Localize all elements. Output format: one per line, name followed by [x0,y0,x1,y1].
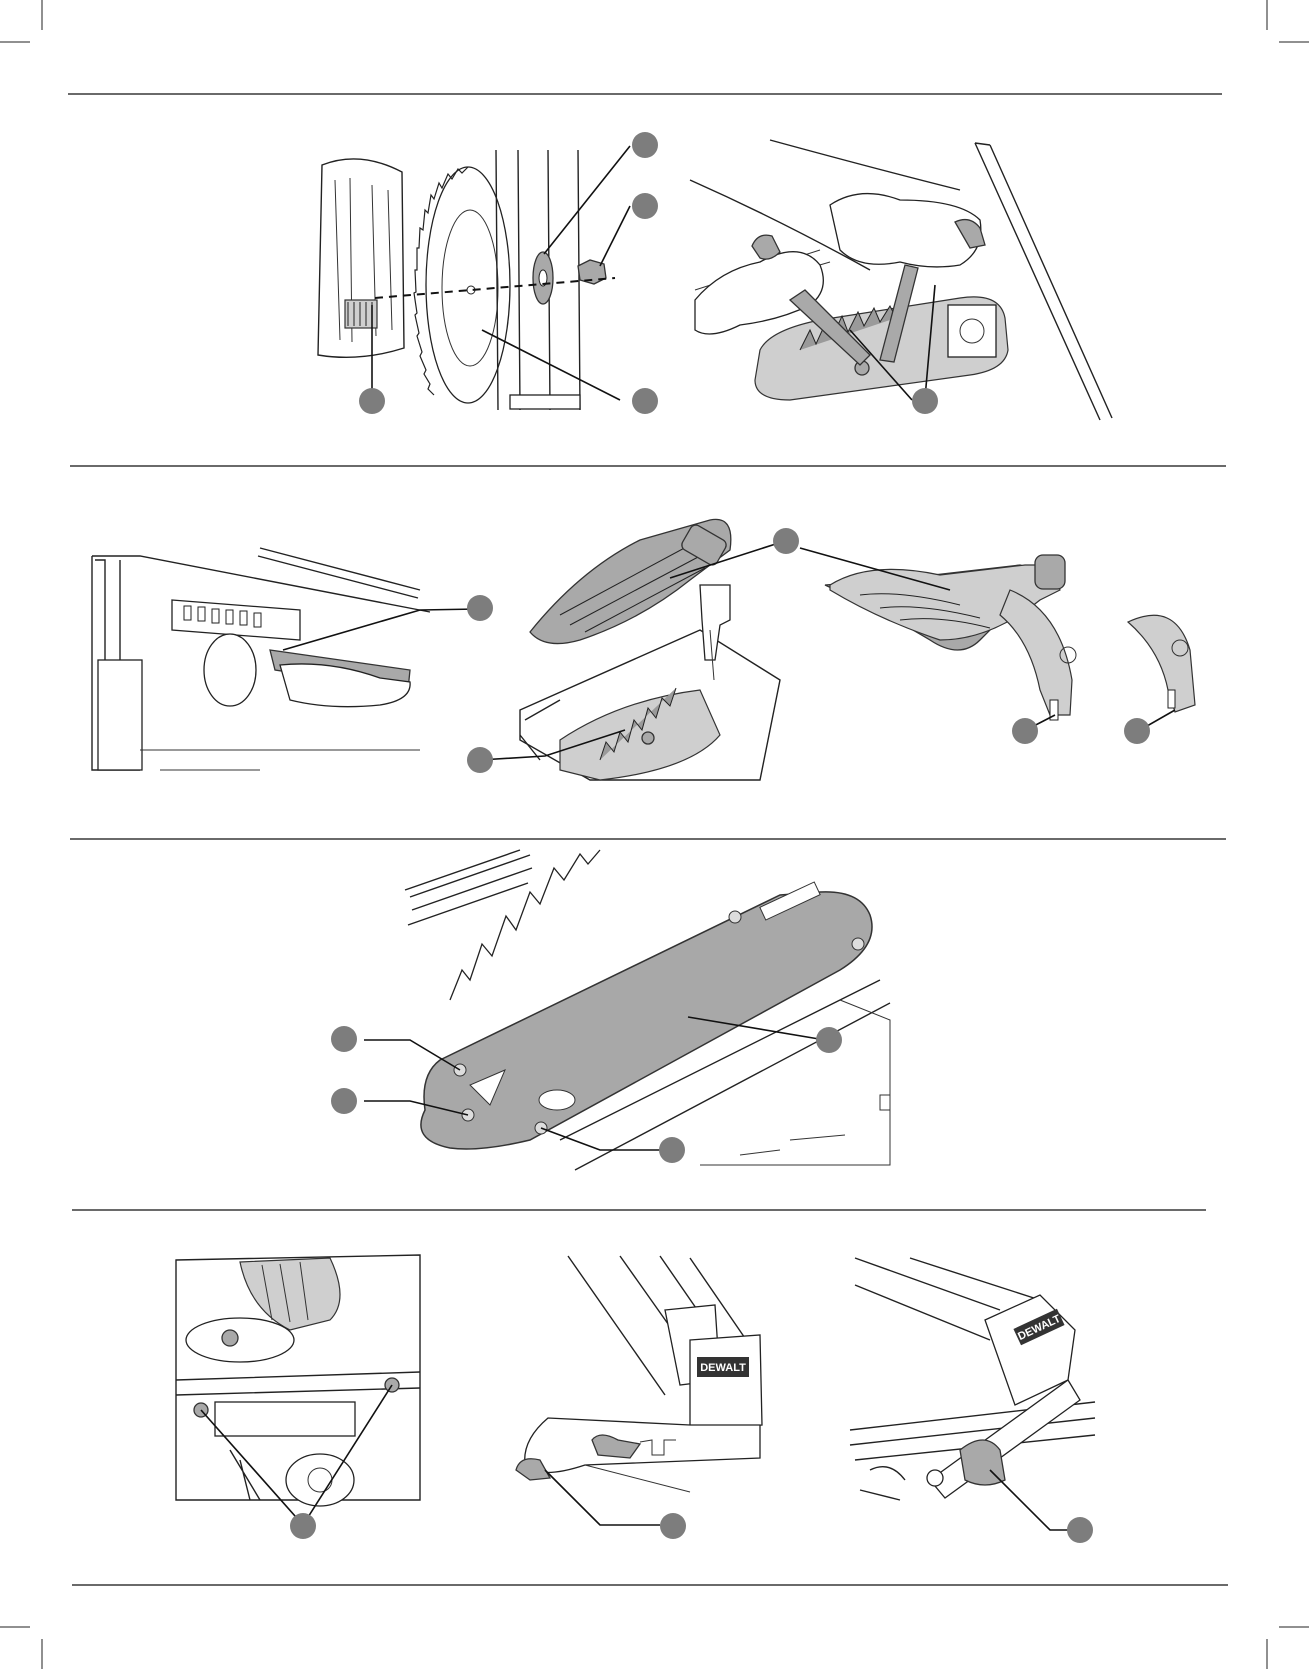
riving-knife-lever-figure [92,548,478,770]
callout-marker [467,595,493,621]
riving-knife-and-knife-figure [800,548,1195,730]
callout-marker [290,1513,316,1539]
callout-marker [467,747,493,773]
blade-guard-install-figure [480,519,785,780]
blade-wrenches-figure [690,140,1112,420]
callout-marker [359,388,385,414]
fence-clamp-figure: DEWALT [850,1258,1095,1530]
callout-marker [632,388,658,414]
callout-marker [331,1088,357,1114]
callout-marker [816,1027,842,1053]
fence-latch-figure: DEWALT [516,1256,762,1525]
callout-marker [632,193,658,219]
throat-plate-figure [364,850,890,1170]
callout-marker [1067,1517,1093,1543]
callout-marker [1012,718,1038,744]
callout-marker [660,1513,686,1539]
callout-marker [1124,718,1150,744]
callout-marker [773,528,799,554]
callout-marker [632,132,658,158]
brand-logo: DEWALT [700,1362,746,1374]
callout-marker [912,388,938,414]
callout-marker [659,1137,685,1163]
callout-marker [331,1026,357,1052]
blade-installation-figure [318,146,630,410]
rail-screws-figure [176,1255,420,1525]
